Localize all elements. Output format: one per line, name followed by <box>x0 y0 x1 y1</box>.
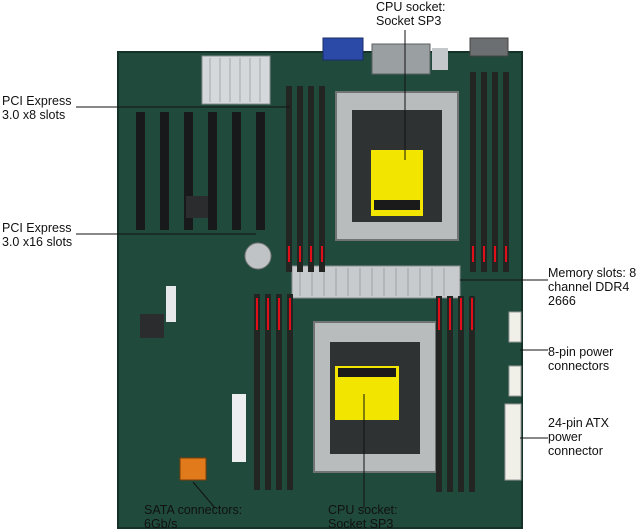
slimsas-ports <box>232 394 246 462</box>
cpu-socket-top <box>335 91 459 241</box>
serial-port <box>469 37 509 57</box>
dimm-slots-top-right <box>470 72 509 272</box>
chip-left <box>140 314 164 338</box>
label-pcie-x8: PCI Express 3.0 x8 slots <box>2 94 72 122</box>
label-sata: SATA connectors: 6Gb/s <box>144 503 243 531</box>
cpu-socket-bottom <box>313 321 437 473</box>
bmc-chip <box>186 196 208 218</box>
24pin-atx <box>504 403 522 481</box>
label-pcie-x16: PCI Express 3.0 x16 slots <box>2 221 73 249</box>
8pin-power-1 <box>508 311 522 343</box>
lan-ports <box>371 43 431 75</box>
chipset-heatsink <box>201 55 271 105</box>
usb-ports <box>432 48 448 70</box>
vga-port <box>322 37 364 61</box>
vrm-heatsink <box>291 265 461 299</box>
label-memory: Memory slots: 8 channel DDR4 2666 <box>548 266 637 308</box>
label-cpu-top: CPU socket: Socket SP3 <box>376 0 446 28</box>
label-8pin-power: 8-pin power connectors <box>548 345 614 373</box>
m2-slot <box>166 286 176 322</box>
callout-lines <box>76 30 548 509</box>
cmos-battery <box>244 242 272 270</box>
8pin-power-2 <box>508 365 522 397</box>
memory-markers <box>256 246 507 330</box>
label-cpu-bottom: CPU socket: Socket SP3 <box>328 503 398 531</box>
sata-ports <box>179 457 207 481</box>
dimm-slots-top-left <box>286 86 325 272</box>
label-24pin-atx: 24-pin ATX power connector <box>548 416 609 458</box>
dimm-slots-bottom-left <box>254 294 293 490</box>
pcie-slots <box>136 112 265 230</box>
dimm-slots-bottom-right <box>436 296 475 492</box>
